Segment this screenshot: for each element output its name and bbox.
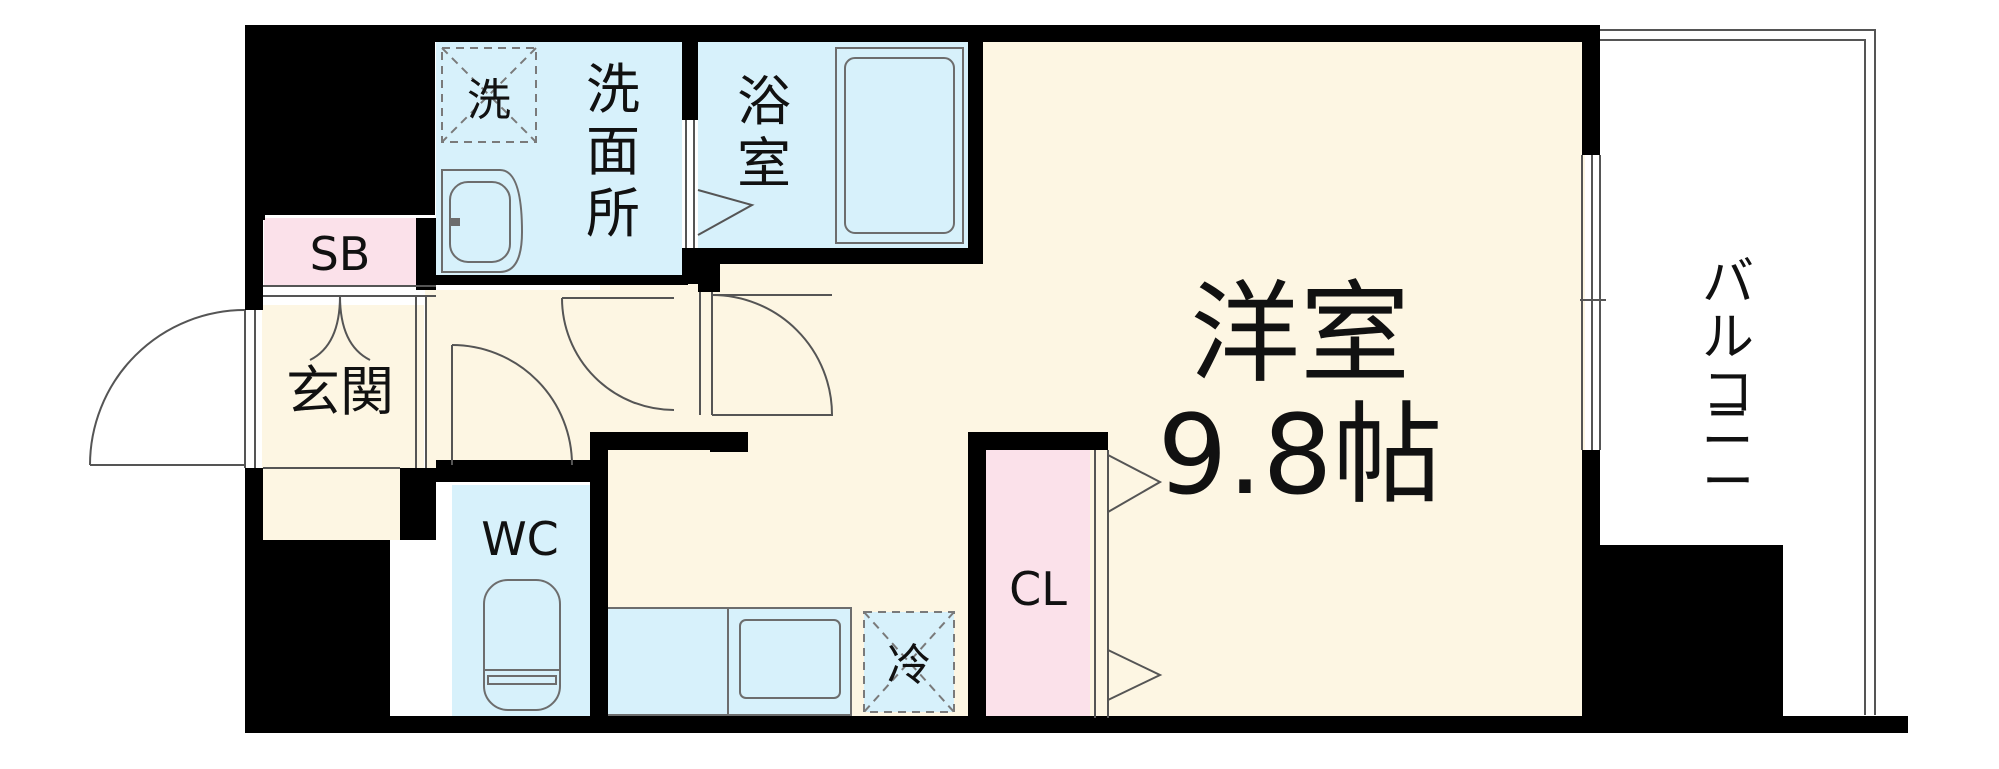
toilet-floor bbox=[452, 485, 590, 720]
closet-floor bbox=[985, 450, 1090, 720]
shoebox-floor bbox=[264, 218, 416, 286]
washroom-label-1: 洗 bbox=[586, 58, 640, 121]
toilet-label: WC bbox=[481, 512, 559, 566]
washer-label: 洗 bbox=[467, 75, 511, 126]
bathtub bbox=[835, 47, 964, 244]
balcony-label-4: ニ bbox=[1702, 398, 1754, 458]
bath-label-2: 室 bbox=[737, 132, 791, 195]
bathtub-inner bbox=[844, 57, 955, 234]
fridge-cross-a bbox=[863, 611, 955, 713]
balcony-label-3: コ bbox=[1702, 363, 1754, 423]
balcony-rail bbox=[1598, 29, 1876, 715]
western-room-label: 洋室 bbox=[1190, 270, 1410, 398]
washroom-label-2: 面 bbox=[586, 120, 640, 183]
toilet-tank bbox=[487, 675, 557, 685]
balcony-rail-inner bbox=[1598, 39, 1866, 715]
entrance-label: 玄関 bbox=[286, 360, 394, 423]
entrance-floor bbox=[262, 305, 424, 540]
washer-space bbox=[441, 47, 537, 143]
balcony-label-5: ー bbox=[1702, 453, 1754, 513]
washroom-label-3: 所 bbox=[586, 182, 640, 245]
bath-label-1: 浴 bbox=[737, 70, 791, 133]
western-room-size: 9.8帖 bbox=[1158, 391, 1443, 519]
balcony-label-2: ル bbox=[1702, 308, 1754, 368]
closet-label: CL bbox=[1009, 562, 1067, 616]
thin-lines bbox=[89, 120, 1606, 718]
wash-basin-tap bbox=[450, 218, 460, 226]
walls bbox=[245, 25, 1908, 733]
shoebox-label: SB bbox=[310, 227, 371, 281]
fridge-cross-b bbox=[863, 611, 955, 713]
wash-basin bbox=[441, 169, 524, 273]
kitchen-sink bbox=[739, 619, 841, 699]
balcony-label-1: バ bbox=[1702, 253, 1754, 313]
toilet-bowl bbox=[483, 579, 561, 711]
fridge-label: 冷 bbox=[887, 640, 931, 691]
